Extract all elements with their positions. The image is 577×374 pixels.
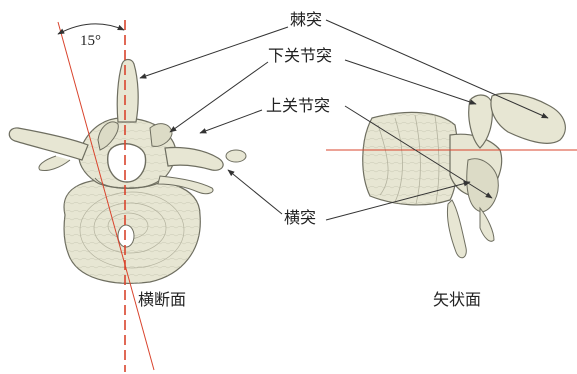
leader-inferior-left bbox=[170, 62, 268, 132]
right-transverse-process bbox=[165, 147, 223, 170]
vertebral-body bbox=[64, 180, 200, 284]
leader-superior-left bbox=[200, 110, 262, 133]
transverse-vertebra bbox=[9, 60, 246, 284]
left-transverse-process bbox=[9, 128, 88, 160]
transverse-process-label: 横突 bbox=[284, 210, 316, 226]
transverse-plane-caption: 横断面 bbox=[138, 292, 186, 308]
leader-inferior-right bbox=[345, 60, 476, 104]
angle-label: 15° bbox=[80, 34, 101, 49]
leader-transverse-left bbox=[228, 170, 282, 214]
inferior-articular-process-label: 下关节突 bbox=[268, 48, 332, 64]
vertebral-foramen bbox=[108, 144, 146, 182]
leader-spinous-right bbox=[326, 20, 548, 118]
spinous-process-label: 棘突 bbox=[290, 12, 322, 28]
superior-articular-process-label: 上关节突 bbox=[266, 98, 330, 114]
spinous-process-shape bbox=[117, 60, 138, 123]
sagittal-plane-caption: 矢状面 bbox=[433, 292, 481, 308]
leader-spinous-left bbox=[140, 27, 288, 78]
sagittal-vertebra bbox=[363, 93, 566, 257]
